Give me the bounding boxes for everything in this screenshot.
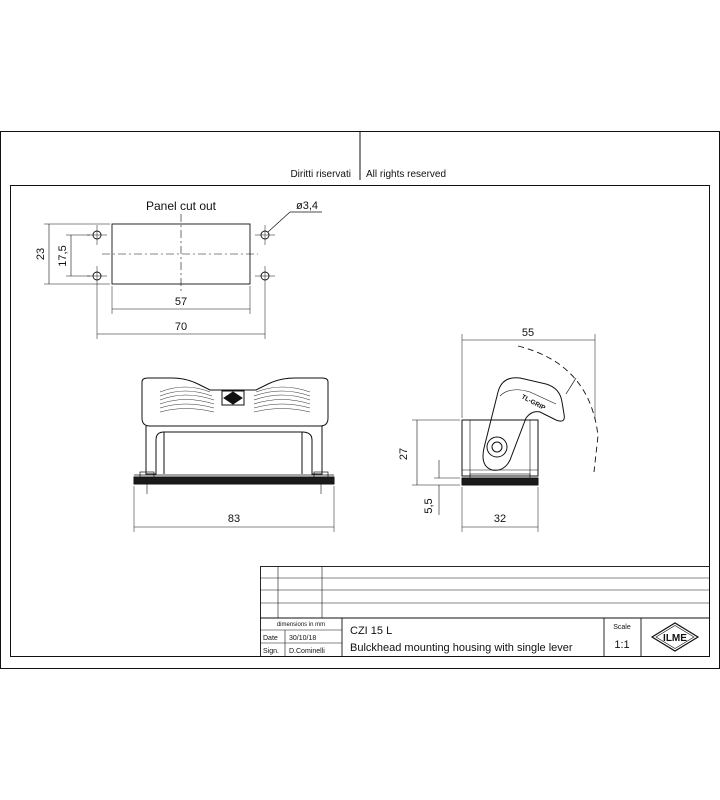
- dim-side-height: 27: [398, 448, 410, 460]
- scale-value: 1:1: [614, 639, 629, 651]
- part-code: CZI 15 L: [350, 625, 392, 637]
- dim-side-width: 32: [494, 513, 506, 525]
- hole-diameter-label: ø3,4: [296, 200, 318, 212]
- date-value: 30/10/18: [289, 635, 316, 642]
- dim-side-top: 55: [522, 327, 534, 339]
- side-view: [412, 334, 599, 532]
- company-logo-text: ILME: [663, 633, 687, 644]
- company-logo-icon: ILME: [650, 622, 700, 652]
- dim-cutout-height-outer: 23: [35, 248, 47, 260]
- sign-label: Sign.: [263, 648, 279, 655]
- dim-front-width: 83: [228, 513, 240, 525]
- side-lever: [482, 377, 565, 471]
- front-logo-icon: [223, 391, 243, 405]
- mounting-hole-tl: [87, 225, 107, 245]
- dim-cutout-width-inner: 57: [175, 296, 187, 308]
- mounting-hole-bl: [87, 266, 107, 286]
- rights-reserved-it: Diritti riservati: [290, 169, 351, 180]
- mounting-hole-br: [255, 266, 275, 286]
- drawing-frame: [0, 131, 720, 669]
- units-note: dimensions in mm: [277, 622, 325, 628]
- rights-reserved-en: All rights reserved: [366, 169, 446, 180]
- date-label: Date: [263, 635, 278, 642]
- part-description: Bulckhead mounting housing with single l…: [350, 642, 573, 654]
- mounting-hole-tr: [255, 225, 275, 245]
- dim-cutout-width-outer: 70: [175, 321, 187, 333]
- title-block: [260, 566, 710, 657]
- lever-grip-text: TL-GRIP: [520, 394, 547, 413]
- scale-label: Scale: [613, 624, 631, 631]
- front-view: [133, 377, 335, 532]
- dim-cutout-height-inner: 17,5: [57, 245, 69, 266]
- sign-value: D.Cominelli: [289, 648, 325, 655]
- panel-cutout-label: Panel cut out: [146, 199, 217, 213]
- front-grip-hatch: [159, 386, 311, 413]
- panel-cutout-view: Panel cut out: [44, 199, 322, 339]
- dim-side-base: 5,5: [423, 498, 435, 513]
- front-logo-plate: [221, 390, 245, 406]
